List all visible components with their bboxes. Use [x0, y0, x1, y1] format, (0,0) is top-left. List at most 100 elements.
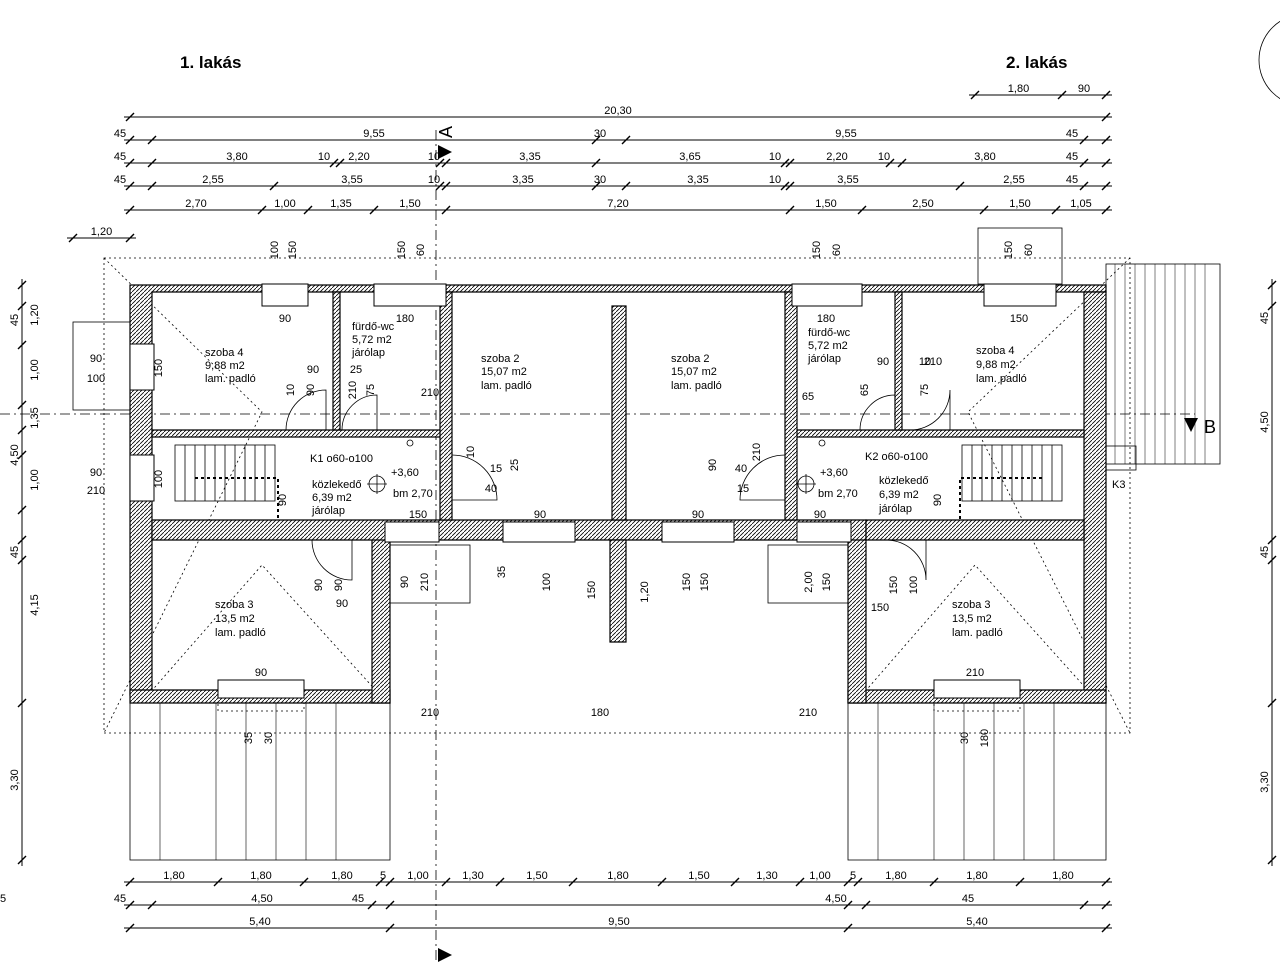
dim-tick-bottom-r2-3: [385, 900, 395, 910]
dim-tick-top-r3-3: [335, 158, 345, 168]
dim-label-top-r3-7: 10: [769, 151, 781, 163]
opening-note-34: 40: [735, 463, 747, 475]
dim-tick-top-r4-11: [1101, 181, 1111, 191]
door-swings: [285, 389, 951, 581]
section-a-arrow-top: [438, 145, 452, 159]
dim-tick-right-outer-2: [1267, 535, 1277, 545]
opening-note-46: 90: [333, 579, 345, 591]
dim-tick-top-r4-0: [125, 181, 135, 191]
dim-label-top-r5-2: 1,35: [330, 198, 351, 210]
opening-note-19: 210: [347, 381, 359, 399]
bm-left: bm 2,70: [393, 488, 433, 500]
dim-label-top-r2-0: 45: [114, 128, 126, 140]
opening-note-63: 35: [243, 732, 255, 744]
opening-note-53: 1,20: [639, 581, 651, 602]
north-arrow-circle: [1258, 20, 1280, 100]
dim-label-bottom-r3-0: 5,40: [249, 916, 270, 928]
dim-label-top-r5-6: 2,50: [912, 198, 933, 210]
section-a-label-top: A: [436, 126, 456, 138]
dim-tick-top-r4-4: [441, 181, 451, 191]
opening-note-62: 210: [966, 667, 984, 679]
dim-tick-top-r5-0: [125, 205, 135, 215]
room-labels: szoba 4 9,88 m2 lam. padló fürdő-wc 5,72…: [205, 321, 1027, 639]
opening-note-56: 2,00: [803, 571, 815, 592]
right-terrace-door: [933, 702, 1021, 712]
opening-note-35: 15: [737, 483, 749, 495]
dim-tick-top-r5-6: [857, 205, 867, 215]
dim-tick-bottom-r1-3: [375, 877, 385, 887]
opening-note-7: 60: [831, 244, 843, 256]
dim-label-bottom-r1-10: 1,00: [809, 870, 830, 882]
opening-note-36: 90: [90, 467, 102, 479]
dim-tick-top-r3-1: [147, 158, 157, 168]
dim-tick-top-r0-2: [1101, 90, 1111, 100]
dim-label-bottom-r1-5: 1,30: [462, 870, 483, 882]
dim-label-top-r3-2: 10: [318, 151, 330, 163]
dim-label-top-r0-0: 1,80: [1008, 83, 1029, 95]
right-terrace: [1105, 263, 1221, 465]
room-l-kozl-floor: járólap: [311, 505, 345, 517]
opening-note-47: 90: [336, 598, 348, 610]
dim-tick-top-r1-1: [1101, 112, 1111, 122]
opening-note-48: 90: [399, 576, 411, 588]
room-r-kozl-area: 6,39 m2: [879, 489, 919, 501]
opening-note-65: 30: [959, 732, 971, 744]
opening-note-18: 90: [305, 384, 317, 396]
opening-note-28: 10: [465, 446, 477, 458]
unit1-heading: 1. lakás: [180, 53, 241, 72]
opening-note-54: 150: [681, 573, 693, 591]
opening-note-38: 100: [153, 470, 165, 488]
window-r-furdo: [791, 283, 863, 307]
wall-left-bath-left: [332, 291, 341, 431]
room-r-szoba2-name: szoba 2: [671, 353, 710, 365]
window-r-szoba3: [933, 679, 1021, 699]
opening-note-2: 90: [279, 313, 291, 325]
wall-right-bath-left: [784, 291, 798, 521]
room-l-szoba3-area: 13,5 m2: [215, 613, 255, 625]
k3-label: K3: [1112, 479, 1125, 491]
opening-note-42: 90: [814, 509, 826, 521]
dim-tick-top-r3-6: [591, 158, 601, 168]
opening-note-66: 180: [979, 729, 991, 747]
opening-note-3: 150: [396, 241, 408, 259]
dim-label-top-r3-8: 2,20: [826, 151, 847, 163]
left-porch-box: [389, 544, 471, 604]
dim-tick-top-r3-11: [1079, 158, 1089, 168]
opening-note-39: 150: [409, 509, 427, 521]
dim-tick-bottom-r1-2: [299, 877, 309, 887]
dim-label-top-r4-6: 3,35: [687, 174, 708, 186]
dim-label-top-r3-11: 45: [1066, 151, 1078, 163]
dim-tick-left-outer-3: [17, 400, 27, 410]
room-l-furdo-name: fürdő-wc: [352, 321, 395, 333]
dim-tick-right-outer-0: [1267, 280, 1277, 290]
dim-tick-left-outer-5: [17, 450, 27, 460]
room-r-furdo-floor: járólap: [807, 353, 841, 365]
dim-tick-bottom-r2-0: [125, 900, 135, 910]
room-r-furdo-area: 5,72 m2: [808, 340, 848, 352]
opening-note-11: 150: [1010, 313, 1028, 325]
dim-tick-bottom-r1-0: [125, 877, 135, 887]
left-staircase: [174, 444, 279, 520]
section-b-label: B: [1204, 417, 1216, 437]
dim-tick-bottom-r3-1: [385, 923, 395, 933]
section-a-arrow-bottom: [438, 948, 452, 962]
opening-note-4: 60: [415, 244, 427, 256]
dim-tick-top-r5-9: [1101, 205, 1111, 215]
dim-tick-bottom-r1-11: [843, 877, 853, 887]
wall-right-middle-bottom: [865, 519, 1085, 541]
opening-note-58: 150: [888, 576, 900, 594]
room-l-furdo-area: 5,72 m2: [352, 334, 392, 346]
opening-note-25: 90: [877, 356, 889, 368]
dim-tick-bottom-r2-4: [843, 900, 853, 910]
dim-tick-top-r2-2: [591, 135, 601, 145]
annotations: K1 o60-o100 K2 o60-o100 K3 +3,60 +3,60 b…: [310, 439, 1125, 500]
dim-label-bottom-r3-1: 9,50: [608, 916, 629, 928]
room-r-szoba3-floor: lam. padló: [952, 627, 1003, 639]
dim-tick-bottom-r1-15: [1101, 877, 1111, 887]
room-r-szoba4-floor: lam. padló: [976, 373, 1027, 385]
dim-tick-bottom-r1-6: [495, 877, 505, 887]
wall-right-room3-left: [847, 531, 867, 704]
dim-tick-top-r3-10: [897, 158, 907, 168]
